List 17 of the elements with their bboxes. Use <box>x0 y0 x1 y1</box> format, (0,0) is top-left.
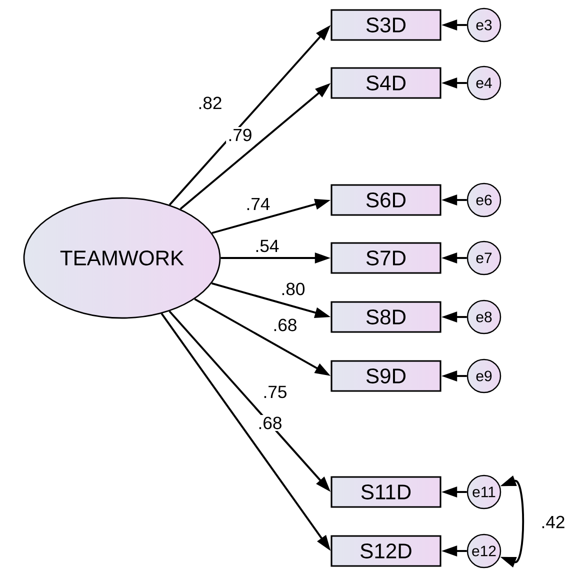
edge-label: .74 <box>244 196 272 212</box>
edge-label: .68 <box>256 415 284 431</box>
observed-variable-box: S4D <box>330 67 442 99</box>
edge-label: .54 <box>253 238 281 254</box>
edge-label: .42 <box>539 514 565 530</box>
observed-variable-box: S9D <box>330 360 442 392</box>
edge-label: .82 <box>196 95 224 111</box>
observed-variable-box: S12D <box>330 535 442 567</box>
observed-variable-box: S3D <box>330 9 442 41</box>
edge-label: .75 <box>261 384 289 400</box>
observed-variable-box: S7D <box>330 242 442 274</box>
observed-variable-box: S6D <box>330 184 442 216</box>
observed-variable-box: S8D <box>330 301 442 333</box>
edge-label: .68 <box>271 317 299 333</box>
edge-label: .80 <box>279 281 307 297</box>
edge-label: .79 <box>226 127 254 143</box>
observed-variable-box: S11D <box>330 476 442 508</box>
